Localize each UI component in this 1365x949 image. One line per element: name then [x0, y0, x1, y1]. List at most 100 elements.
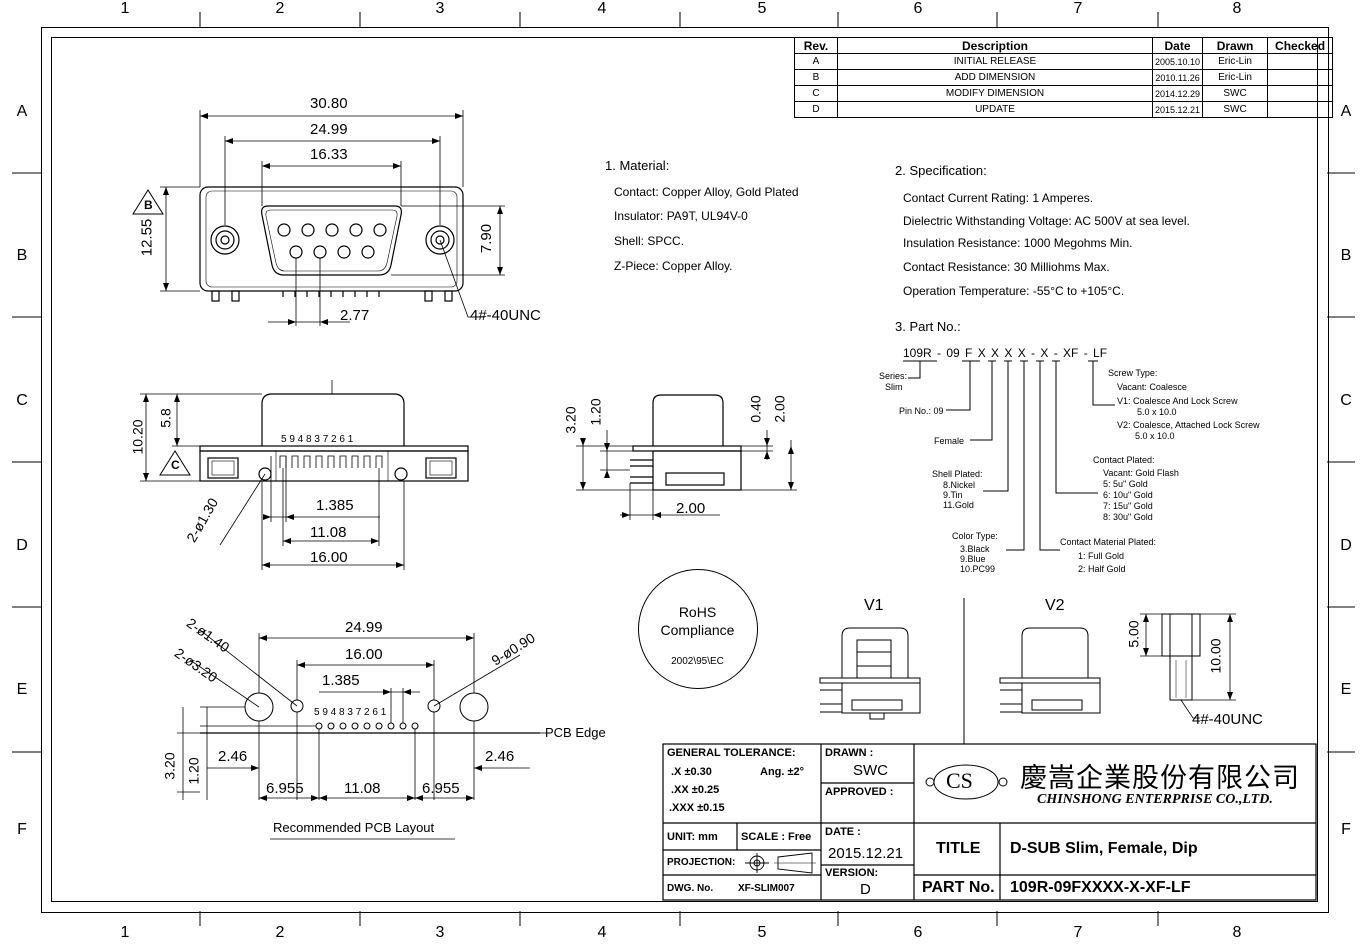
side-pin-numbers: 5 9 4 8 3 7 2 6 1 — [281, 434, 354, 445]
date-value: 2015.12.21 — [828, 845, 904, 862]
dim-24-99: 24.99 — [310, 121, 348, 138]
company-name-cn: 慶嵩企業股份有限公司 — [1020, 763, 1300, 793]
drawn-value: SWC — [853, 762, 888, 779]
unit-label: UNIT: mm — [667, 831, 718, 843]
note-tag-b: B — [144, 198, 153, 212]
revision-table: Rev. Description Date Drawn Checked A IN… — [794, 37, 1334, 118]
zone-row-A: A — [16, 103, 28, 120]
spec-line: Insulation Resistance: 1000 Megohms Min. — [903, 236, 1133, 250]
zone-row-B-right: B — [1340, 247, 1352, 264]
color-type-item: 3.Black — [960, 544, 990, 554]
screw-type-item: Vacant: Coalesce — [1117, 382, 1187, 392]
note-tag-c: C — [171, 458, 180, 472]
zone-row-C: C — [16, 392, 28, 409]
title-value: D-SUB Slim, Female, Dip — [1010, 840, 1198, 857]
part-no-label: PART No. — [922, 879, 995, 896]
rev-cell: SWC — [1202, 101, 1269, 118]
rohs-code: 2002\95\EC — [671, 656, 724, 667]
tolerance-xxx: .XXX ±0.15 — [669, 802, 725, 814]
dim-4-40unc-v2: 4#-40UNC — [1192, 711, 1263, 728]
dwg-no-label: DWG. No. — [667, 883, 714, 894]
zone-col-5-bottom: 5 — [757, 924, 767, 941]
outer-border — [41, 27, 1329, 913]
dim-16-00: 16.00 — [310, 549, 348, 566]
spec-line: Contact Current Rating: 1 Amperes. — [903, 191, 1094, 205]
zone-col-7-bottom: 7 — [1073, 924, 1083, 941]
spec-line: Contact Resistance: 30 Milliohms Max. — [903, 260, 1110, 274]
dim-16-33: 16.33 — [310, 146, 348, 163]
scale-label: SCALE : Free — [741, 831, 812, 843]
contact-plated-item: 7: 15u" Gold — [1103, 501, 1153, 511]
company-name-en: CHINSHONG ENTERPRISE CO.,LTD. — [1037, 792, 1273, 807]
rev-row: B ADD DIMENSION 2010.11.26 Eric-Lin — [794, 69, 1334, 86]
pcb-dim-6-955-right: 6.955 — [422, 780, 460, 797]
pcb-edge-label: PCB Edge — [545, 725, 606, 740]
color-type-title: Color Type: — [952, 531, 998, 541]
part-no-code: 109R - 09 F X X X X - X - XF - LF — [903, 346, 1108, 360]
zone-row-D-right: D — [1340, 537, 1352, 554]
drawn-label: DRAWN : — [825, 747, 874, 759]
pcb-dim-2-46-right: 2.46 — [485, 748, 515, 765]
part-series-value: Slim — [885, 382, 903, 392]
zone-col-5: 5 — [757, 0, 767, 17]
zone-col-8-bottom: 8 — [1232, 924, 1242, 941]
zone-col-3: 3 — [435, 0, 445, 17]
screw-type-item: V1: Coalesce And Lock Screw — [1117, 396, 1238, 406]
zone-col-6: 6 — [913, 0, 923, 17]
zone-col-7: 7 — [1073, 0, 1083, 17]
dim-4-40unc: 4#-40UNC — [470, 307, 541, 324]
zone-col-1-bottom: 1 — [120, 924, 130, 941]
color-type-item: 9.Blue — [960, 554, 986, 564]
material-line: Shell: SPCC. — [614, 234, 685, 248]
title-label: TITLE — [936, 840, 981, 857]
zone-row-F-right: F — [1341, 821, 1351, 838]
pcb-dim-24-99: 24.99 — [345, 619, 383, 636]
dwg-no-value: XF-SLIM007 — [738, 883, 795, 894]
zone-row-E: E — [16, 681, 28, 698]
material-line: Z-Piece: Copper Alloy. — [614, 259, 733, 273]
contact-plated-item: Vacant: Gold Flash — [1103, 468, 1179, 478]
screw-type-item: V2: Coalesce, Attached Lock Screw — [1117, 420, 1260, 430]
zone-col-2-bottom: 2 — [275, 924, 285, 941]
shell-plated-item: 9.Tin — [943, 490, 963, 500]
rev-header-rev: Rev. — [794, 37, 838, 54]
dim-2-77: 2.77 — [340, 307, 370, 324]
contact-plated-item: 5: 5u" Gold — [1103, 479, 1148, 489]
dim-30-80: 30.80 — [310, 95, 348, 112]
dim-11-08: 11.08 — [310, 524, 347, 541]
part-female: Female — [934, 436, 965, 446]
tolerance-angle: Ang. ±2° — [760, 766, 805, 778]
zone-row-E-right: E — [1340, 681, 1352, 698]
tolerance-x: .X ±0.30 — [671, 766, 712, 778]
zone-row-D: D — [16, 537, 28, 554]
zone-col-6-bottom: 6 — [913, 924, 923, 941]
pcb-dim-2-46-left: 2.46 — [218, 748, 248, 765]
v2-label: V2 — [1045, 597, 1065, 614]
contact-plated-item: 6: 10u" Gold — [1103, 490, 1153, 500]
part-pin-no: Pin No.: 09 — [899, 406, 944, 416]
zone-col-4-bottom: 4 — [597, 924, 607, 941]
shell-plated-title: Shell Plated: — [932, 469, 983, 479]
material-heading: 1. Material: — [605, 158, 670, 173]
zone-col-1: 1 — [120, 0, 130, 17]
v1-label: V1 — [864, 597, 884, 614]
screw-type-item: 5.0 x 10.0 — [1135, 431, 1175, 441]
zone-col-2: 2 — [275, 0, 285, 17]
contact-material-item: 1: Full Gold — [1078, 551, 1125, 561]
part-no-heading: 3. Part No.: — [895, 319, 961, 334]
part-no-value: 109R-09FXXXX-X-XF-LF — [1010, 879, 1191, 896]
version-label: VERSION: — [825, 867, 879, 879]
zone-row-C-right: C — [1340, 392, 1352, 409]
zone-col-3-bottom: 3 — [435, 924, 445, 941]
dim-2-00-h: 2.00 — [676, 500, 706, 517]
dim-1-385: 1.385 — [316, 497, 354, 514]
version-value: D — [860, 881, 871, 898]
rohs-line2: Compliance — [660, 622, 735, 638]
